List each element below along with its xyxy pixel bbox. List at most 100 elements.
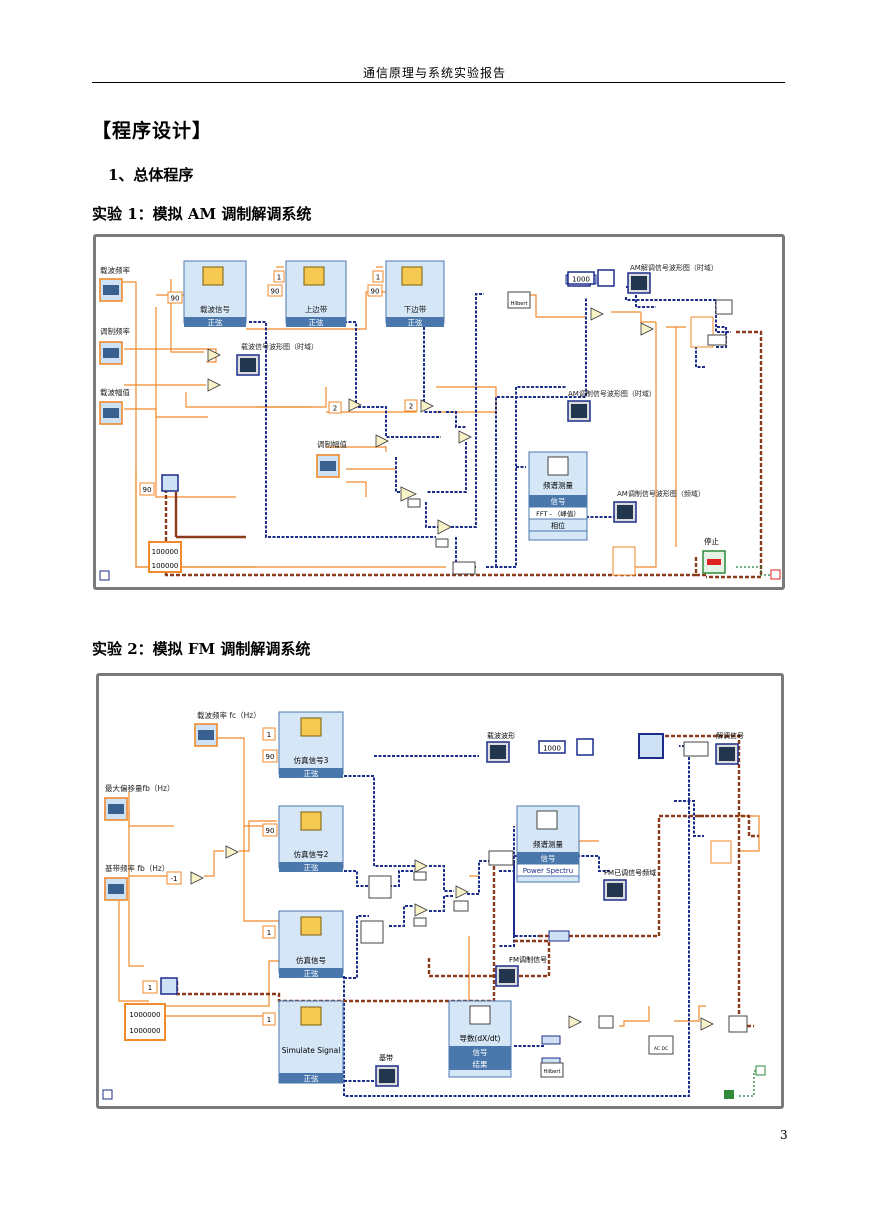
derivative-row: 结果 xyxy=(473,1059,488,1069)
experiment2-heading: 实验 2：模拟 FM 调制解调系统 xyxy=(92,640,311,658)
const-value: 1000000 xyxy=(129,1027,160,1035)
label-carrier-freq: 载波频率 fc（Hz） xyxy=(197,710,261,720)
spectrum-row: Power Spectru xyxy=(523,867,574,875)
select-node xyxy=(612,546,636,576)
sig-block-title: 载波信号 xyxy=(200,304,230,314)
label-carrier-time: 载波信号波形图（时域） xyxy=(241,342,318,351)
const-value: 1 xyxy=(277,274,281,282)
spectrum-title: 频谱测量 xyxy=(533,839,563,849)
graph-am-mod-freq[interactable] xyxy=(613,501,637,523)
page-number: 3 xyxy=(780,1128,788,1142)
sin-node xyxy=(360,920,384,944)
sig-block-mode: 正弦 xyxy=(208,317,223,327)
loop-condition-icon xyxy=(755,1065,766,1076)
label-fm-mod: FM调制信号 xyxy=(509,955,547,964)
ctrl-mod-amp[interactable] xyxy=(316,454,340,478)
ctrl-carrier-amp[interactable] xyxy=(99,401,123,425)
sig-block-sim[interactable] xyxy=(278,910,344,978)
const-value: 90 xyxy=(143,486,152,494)
const-value: 2 xyxy=(409,403,413,411)
hilbert-node xyxy=(540,1062,564,1078)
hilbert-label: Hilbert xyxy=(511,301,528,307)
graph-carrier-wave[interactable] xyxy=(486,741,510,763)
const-value: 90 xyxy=(266,753,275,761)
build-array-node xyxy=(707,334,727,346)
label-carrier-wave: 载波波形 xyxy=(487,731,515,740)
const-box xyxy=(372,270,384,283)
experiment1-heading: 实验 1：模拟 AM 调制解调系统 xyxy=(92,205,312,223)
operator-nodes xyxy=(190,845,714,1031)
sig-block-carrier[interactable] xyxy=(183,260,247,327)
label-am-mod-freq: AM调制信号波形图（频域） xyxy=(617,489,705,498)
sample-const-box xyxy=(148,541,182,573)
label-mod-amp: 调制幅值 xyxy=(317,439,347,449)
ctrl-max-dev[interactable] xyxy=(104,797,128,821)
build-array-node xyxy=(452,561,476,575)
graph-am-demod-time[interactable] xyxy=(627,272,651,294)
info-icon[interactable] xyxy=(99,570,110,581)
spectrum-row: FFT - （峰值） xyxy=(536,509,580,518)
graph-fm-mod[interactable] xyxy=(495,965,519,987)
ctrl-base-freq[interactable] xyxy=(104,877,128,901)
sig-block-mode: 正弦 xyxy=(304,768,319,778)
loop-terminal-icon xyxy=(724,1090,734,1099)
hilbert-label: Hilbert xyxy=(544,1069,561,1075)
page-header: 通信原理与系统实验报告 xyxy=(362,66,506,80)
label-mod-freq: 调制频率 xyxy=(100,326,130,336)
sig-block-upper-sideband[interactable] xyxy=(285,260,347,327)
const-value: 1000 xyxy=(543,745,561,753)
image-icon xyxy=(638,733,664,759)
sig-block-mode: 正弦 xyxy=(309,317,324,327)
sig-block-lower-sideband[interactable] xyxy=(385,260,445,327)
stop-button[interactable] xyxy=(702,550,726,574)
ctrl-mod-freq[interactable] xyxy=(99,341,123,365)
sample-icon xyxy=(161,474,179,492)
const-value: 100000 xyxy=(152,548,179,556)
spectrum-measure-block[interactable] xyxy=(528,451,588,541)
const-value: 90 xyxy=(171,295,180,303)
label-fm-spec: FM已调信号频域 xyxy=(604,868,656,877)
label-am-demod-time: AM解调信号波形图（时域） xyxy=(630,263,718,272)
fm-block-diagram: 载波频率 fc（Hz） 最大偏移量fb（Hz） 基带频率 fb（Hz） 仿真信号… xyxy=(96,673,784,1109)
sig-block-mode: 正弦 xyxy=(304,968,319,978)
ctrl-carrier-freq[interactable] xyxy=(99,278,123,302)
const-value: 90 xyxy=(371,288,380,296)
const-value: -1 xyxy=(171,875,178,883)
const-box xyxy=(273,270,285,283)
graph-baseband[interactable] xyxy=(375,1065,399,1087)
const-value: 1000 xyxy=(572,276,590,284)
sig-block-title: Simulate Signal xyxy=(282,1046,341,1055)
const-box xyxy=(167,291,183,304)
const-value: 90 xyxy=(266,827,275,835)
header-rule xyxy=(92,82,785,83)
graph-carrier-time[interactable] xyxy=(236,354,260,376)
derivative-block[interactable] xyxy=(448,1000,512,1078)
sig-block-mode: 正弦 xyxy=(304,1073,319,1083)
spectrum-row: 信号 xyxy=(551,496,566,506)
const-1000 xyxy=(538,740,566,754)
ctrl-carrier-freq[interactable] xyxy=(194,723,218,747)
sig-block-mode: 正弦 xyxy=(304,862,319,872)
const-1000 xyxy=(567,271,595,285)
operator-nodes xyxy=(207,307,654,535)
const-value: 1 xyxy=(148,984,152,992)
const-value: 1000000 xyxy=(129,1011,160,1019)
stop-terminal-icon xyxy=(770,569,781,580)
graph-demod[interactable] xyxy=(715,743,739,765)
spectrum-title: 频谱测量 xyxy=(543,480,573,490)
label-am-mod-time: AM调制信号波形图（时域） xyxy=(568,389,656,398)
info-icon[interactable] xyxy=(102,1089,113,1100)
const-value: 2 xyxy=(333,405,337,413)
const-box xyxy=(267,284,283,297)
label-base-freq: 基带频率 fb（Hz） xyxy=(105,863,169,873)
sig-block-simulate[interactable] xyxy=(278,1000,344,1084)
wait-icon xyxy=(597,269,615,287)
sig-block-sim2[interactable] xyxy=(278,805,344,872)
graph-fm-spec[interactable] xyxy=(603,879,627,901)
const-value: 1 xyxy=(376,274,380,282)
subsection-title: 1、总体程序 xyxy=(108,166,194,184)
graph-am-mod-time[interactable] xyxy=(567,400,591,422)
spectrum-measure-block[interactable] xyxy=(516,805,580,883)
sig-block-sim3[interactable] xyxy=(278,711,344,778)
fm-diagram-canvas: 载波频率 fc（Hz） 最大偏移量fb（Hz） 基带频率 fb（Hz） 仿真信号… xyxy=(102,710,766,1100)
